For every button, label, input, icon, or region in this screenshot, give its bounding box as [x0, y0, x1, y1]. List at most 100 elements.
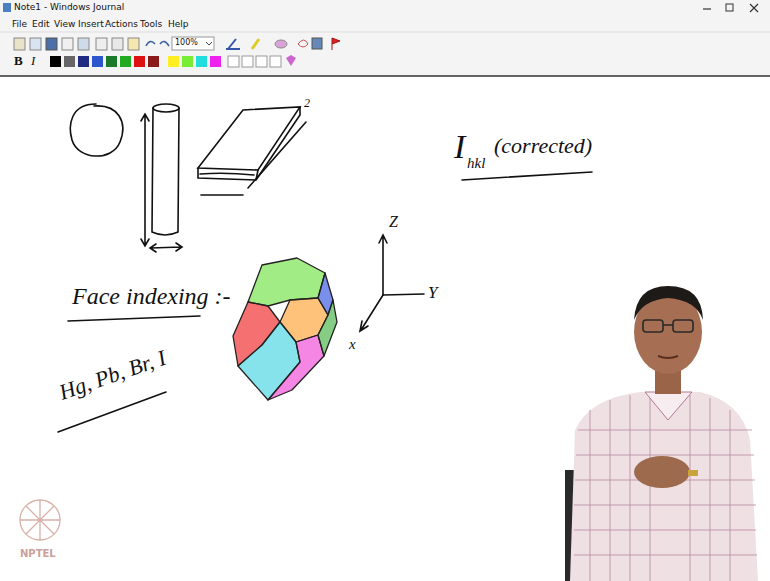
toolbar-icons: [14, 37, 340, 50]
color-swatch: [256, 56, 267, 67]
lasso-icon: [298, 40, 308, 47]
drawing-part: [574, 430, 757, 555]
flag-icon: [332, 38, 340, 50]
page-edge: [0, 75, 770, 77]
watch: [688, 470, 698, 476]
crystal-face: [318, 300, 337, 356]
length-arrow: [141, 114, 149, 246]
color-swatches: [50, 55, 296, 67]
y-axis: [383, 294, 424, 295]
pen-icon: [228, 39, 236, 49]
color-swatch: [148, 56, 159, 67]
italic-button: I: [31, 54, 35, 68]
redo-icon: [160, 41, 169, 46]
glasses: [643, 320, 693, 332]
color-swatch: [50, 56, 61, 67]
intensity-symbol: I: [454, 128, 465, 165]
x-axis: [360, 295, 383, 331]
color-swatch: [270, 56, 281, 67]
mouth: [658, 356, 678, 358]
color-picker-icon: [286, 55, 296, 66]
intensity-subscript: hkl: [467, 155, 485, 172]
handwritten-note: Hg, Pb, Br, I: [56, 346, 169, 405]
tool-icon: [96, 38, 107, 50]
menu-item: Actions: [105, 20, 138, 30]
zoom-box: [172, 37, 214, 50]
dropdown-arrow: [206, 42, 212, 45]
presenter: [565, 286, 758, 581]
needle-crystal: [152, 108, 179, 235]
nptel-logo: [20, 500, 60, 540]
sketch-mark: 2: [304, 97, 310, 110]
undo-icon: [146, 41, 155, 46]
needle-crystal-top: [153, 104, 179, 112]
hands: [634, 456, 690, 488]
eraser-icon: [275, 40, 287, 48]
tool-icon: [112, 38, 123, 50]
color-swatch: [168, 56, 179, 67]
menu-item: View: [54, 20, 75, 30]
color-swatch: [134, 56, 145, 67]
menu-item: Help: [168, 20, 189, 30]
axis-label: Z: [389, 213, 398, 231]
axis-label: Y: [428, 284, 437, 303]
underline: [68, 316, 200, 321]
hair: [634, 286, 703, 320]
color-swatch: [228, 56, 239, 67]
tool-icon: [78, 38, 89, 50]
plate-crystal-thickness: [198, 107, 300, 180]
tool-icon: [312, 38, 322, 49]
tool-icon: [62, 38, 73, 50]
tool-icon: [14, 38, 25, 50]
shirt-checks: [574, 395, 757, 581]
drawing-part: [663, 324, 673, 326]
handwritten-note: (corrected): [494, 134, 592, 158]
highlighter-icon: [252, 39, 259, 49]
indexed-crystal: [233, 258, 337, 400]
window-chrome: [0, 0, 770, 76]
sketch: [58, 104, 592, 432]
zoom-value: 100%: [175, 39, 198, 48]
close-icon: [750, 4, 758, 12]
handwritten-heading: Face indexing :-: [72, 283, 231, 309]
toolbar-divider: [0, 32, 770, 33]
watermark: NPTEL: [20, 548, 56, 559]
bold-button: B: [14, 54, 23, 68]
tool-icon: [128, 38, 139, 50]
width-arrow: [150, 243, 182, 252]
menu-item: Insert: [78, 20, 104, 30]
pen-icon: [226, 48, 240, 50]
tool-icon: [46, 38, 57, 50]
menu-item: Edit: [32, 20, 49, 30]
color-swatch: [182, 56, 193, 67]
minimize-icon: [703, 8, 711, 9]
maximize-icon: [726, 4, 733, 11]
plate-thickness-mark: [201, 194, 243, 196]
drawing-part: [20, 500, 60, 540]
menu-item: Tools: [140, 20, 162, 30]
crystal-face: [268, 335, 324, 400]
tool-icon: [30, 38, 41, 50]
color-swatch: [92, 56, 103, 67]
collar: [645, 392, 692, 420]
color-swatch: [242, 56, 253, 67]
color-swatch: [196, 56, 207, 67]
color-swatch: [106, 56, 117, 67]
plate-thickness-mark: [248, 122, 306, 188]
underline: [462, 172, 592, 180]
drawing-part: [590, 395, 730, 581]
drawing-part: [643, 320, 663, 332]
z-axis: [379, 235, 387, 295]
window-title: Note1 - Windows Journal: [14, 3, 124, 13]
color-swatch: [64, 56, 75, 67]
app-icon: [3, 3, 11, 12]
color-swatch: [210, 56, 221, 67]
menu-item: File: [12, 20, 27, 30]
shirt: [570, 392, 758, 581]
color-swatch: [78, 56, 89, 67]
drawing-part: [673, 320, 693, 332]
plate-crystal-edge: [200, 173, 254, 175]
axis-label: x: [349, 336, 356, 353]
drawing-part: [20, 500, 60, 540]
sphere-crystal: [70, 104, 122, 156]
